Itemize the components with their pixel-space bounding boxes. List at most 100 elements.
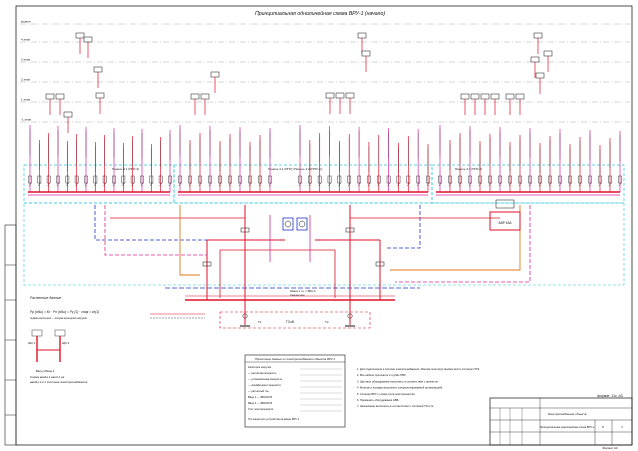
breaker-symbol [327,175,332,184]
switch-contact [258,182,262,187]
consumer-box [325,92,335,99]
title-block-project: Электроснабжение объекта [548,412,587,416]
breaker-symbol [498,175,502,184]
section-note: Секция шин [290,293,305,297]
switch-contact [218,182,222,187]
calc-heading: Расчетные данные [30,296,61,300]
breaker-symbol [168,175,172,184]
switch-contact [518,182,522,187]
switch-contact [406,182,410,187]
table-row: — установленная мощность [248,378,283,381]
table-heading: Проектные данные по электроснабжению объ… [255,357,336,361]
legend-line-1: ЩО 1 [28,341,36,345]
breaker-symbol [37,175,42,184]
breaker-symbol [528,175,532,184]
switch-contact [84,182,88,187]
switch-contact [488,182,492,187]
consumer-box [530,56,540,63]
switch-contact [188,182,192,187]
switch-contact [558,182,562,187]
feeder-group [28,125,622,192]
breaker-symbol [228,175,232,184]
consumer-box [200,93,210,100]
switch-contact [538,182,542,187]
switch-contact [357,182,361,187]
switch-contact [65,182,69,187]
note-item: 1. Для подключения к системе электроснаб… [357,367,480,371]
main-bus-label: Шина 1 ш. = 800 А [290,289,316,293]
switch-contact [268,182,272,187]
switch-contact [338,182,341,187]
table-footer: Тип защитного устройства на вводе ВРУ-1 [248,417,300,421]
transformer-1: Т1 [258,320,262,324]
transformer-center: Т3 кВ [286,320,294,324]
panel-boxes: Панель 3.1 (ППУ-3) Панель 3.1 (ППУ) (Пан… [23,164,625,286]
note-item: 5. Сечение ВРУ к узлам учета электроэнер… [357,392,416,396]
sheet-title: Принципиальная однолинейная схема ВРУ-1 … [255,10,385,17]
switch-contact [618,182,622,187]
switch-contact [528,182,532,187]
note-item: 4. Монтаж и наладку выполнить специализи… [357,386,443,390]
breaker-symbol [130,175,135,184]
switch-contact [168,182,172,187]
panel-busbars [28,191,620,196]
breaker-symbol [357,175,361,184]
switch-contact [198,182,202,187]
note-item: 6. Применять оборудование АВВ. [357,398,399,402]
switch-contact [548,182,552,187]
breaker-symbol [367,175,371,184]
switch-contact [458,182,462,187]
panel-label-1: Панель 3.1 (ППУ-3) [112,167,139,171]
title-block-sheet-name: Принципиальная однолинейная схема ВРУ-1 [540,425,595,429]
breaker-symbol [74,175,79,184]
note-item: 2. Все кабели проложить в трубах ПВХ. [357,373,407,377]
switch-contact [238,182,242,187]
switch-contact [208,182,212,187]
breaker-symbol [337,175,342,184]
consumer-box [535,72,545,79]
breaker-symbol [84,175,88,184]
breaker-symbol [598,175,602,184]
switch-contact [608,182,612,187]
switch-contact [318,182,322,187]
sheet-frame [15,5,633,446]
transformer-2: Т2 [325,320,329,324]
consumer-box [533,32,543,39]
switch-contact [131,182,135,187]
consumer-box [361,50,371,57]
consumer-box [75,32,85,39]
table-row: — коэффициент мощности [248,383,281,387]
note-item: 3. Щитовое оборудование выполнить в соот… [357,379,439,383]
breaker-symbol [93,175,98,184]
breaker-symbol [478,175,482,184]
breaker-symbol [102,175,107,184]
switch-contact [328,182,331,187]
switch-contact [112,182,116,187]
breaker-symbol [548,175,552,184]
breaker-symbol [608,175,612,184]
switch-contact [103,182,107,187]
switch-contact [438,182,442,187]
consumer-box [210,71,220,78]
breaker-symbol [238,175,242,184]
consumer-box [335,92,345,99]
breaker-symbol [488,175,492,184]
calc-notes: Расчетные данные Рр (обш) = Кс · Рн (обш… [30,296,205,320]
switch-contact [159,182,163,187]
floor-label: 1 этаж [21,98,30,102]
calc-formula: Рр (обш) = Кс · Рн (обш) = Ру (1) · cosφ… [30,310,99,314]
breaker-symbol [347,175,352,184]
calc-note: первая категория — вторая категория нагр… [30,317,87,320]
consumer-box [45,93,55,100]
switch-contact [149,182,153,187]
avr-box [489,211,521,231]
breaker-symbol [188,175,192,184]
breaker-symbol [158,175,163,184]
switch-contact [121,182,125,187]
central-network: АВР 63А [94,199,531,300]
consumer-box [345,92,355,99]
consumer-box [505,93,515,100]
breaker-symbol [468,175,472,184]
